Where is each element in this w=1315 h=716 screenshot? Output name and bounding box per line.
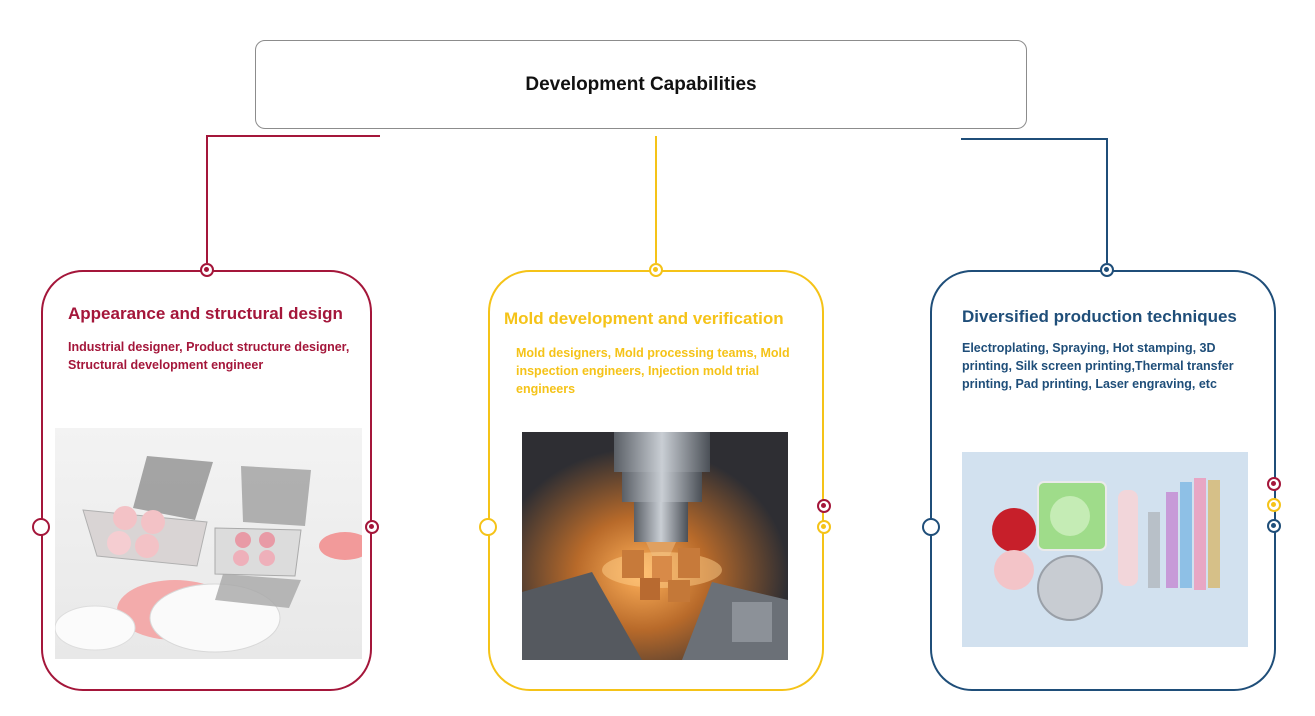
- card-production-techniques: Diversified production techniques Electr…: [930, 270, 1276, 691]
- right-dot-red-2: [817, 499, 831, 513]
- cosmetic-packaging-photo: [962, 452, 1248, 647]
- left-ring-blue: [922, 518, 940, 536]
- right-dot-red: [365, 520, 379, 534]
- right-dot-red-3: [1267, 477, 1281, 491]
- left-ring-yellow: [479, 518, 497, 536]
- right-dot-blue-3: [1267, 519, 1281, 533]
- page-title: Development Capabilities: [255, 40, 1027, 129]
- right-dot-yellow: [817, 520, 831, 534]
- yellow-node-dot: [649, 263, 663, 277]
- card-appearance-design: Appearance and structural design Industr…: [41, 270, 372, 691]
- right-dot-yellow-3: [1267, 498, 1281, 512]
- blue-node-dot: [1100, 263, 1114, 277]
- card-description: Mold designers, Mold processing teams, M…: [516, 346, 790, 396]
- connector-blue: [961, 138, 1108, 263]
- card-title: Diversified production techniques: [962, 307, 1237, 326]
- card-title: Appearance and structural design: [68, 304, 343, 323]
- connector-red: [206, 135, 380, 263]
- left-ring-red: [32, 518, 50, 536]
- cnc-machining-photo: [522, 432, 788, 660]
- card-title: Mold development and verification: [504, 309, 784, 328]
- red-node-dot: [200, 263, 214, 277]
- card-mold-development: Mold development and verification Mold d…: [488, 270, 824, 691]
- card-description: Industrial designer, Product structure d…: [68, 340, 350, 372]
- card-description: Electroplating, Spraying, Hot stamping, …: [962, 341, 1234, 391]
- cosmetic-palette-photo: [55, 428, 362, 659]
